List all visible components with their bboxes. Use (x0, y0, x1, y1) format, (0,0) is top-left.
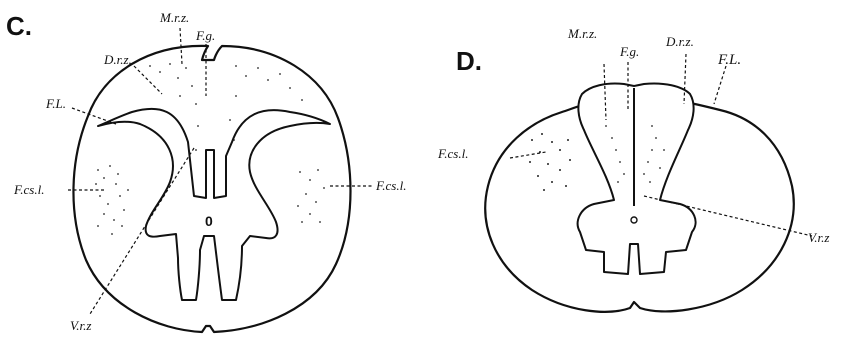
panel-d-fl-label: F.L. (717, 52, 741, 68)
panel-c-letter: C. (6, 11, 32, 41)
panel-c: C. (6, 10, 406, 333)
panel-d-vrz-label: V.r.z (808, 230, 829, 245)
panel-c-central-canal-label: 0 (205, 213, 213, 229)
panel-c-fcsl-left-label: F.cs.l. (13, 182, 44, 197)
panel-d-drz-label: D.r.z. (665, 34, 694, 49)
panel-d-central-canal (631, 217, 637, 223)
panel-d-fcsl-label: F.cs.l. (437, 146, 468, 161)
panel-c-mrz-label: M.r.z. (159, 10, 189, 25)
panel-d-letter: D. (456, 46, 482, 76)
panel-c-drz-label: D.r.z. (103, 52, 132, 67)
panel-d-fl-leader (714, 66, 726, 104)
panel-c-fl-label: F.L. (45, 96, 66, 111)
panel-c-fg-label: F.g. (195, 28, 215, 43)
panel-c-vrz-label: V.r.z (70, 318, 91, 333)
panel-d-fg-label: F.g. (619, 44, 639, 59)
panel-c-fcsl-right-label: F.cs.l. (375, 178, 406, 193)
panel-d-mrz-label: M.r.z. (567, 26, 597, 41)
panel-d: D. M.r.z. F.g (437, 26, 829, 312)
